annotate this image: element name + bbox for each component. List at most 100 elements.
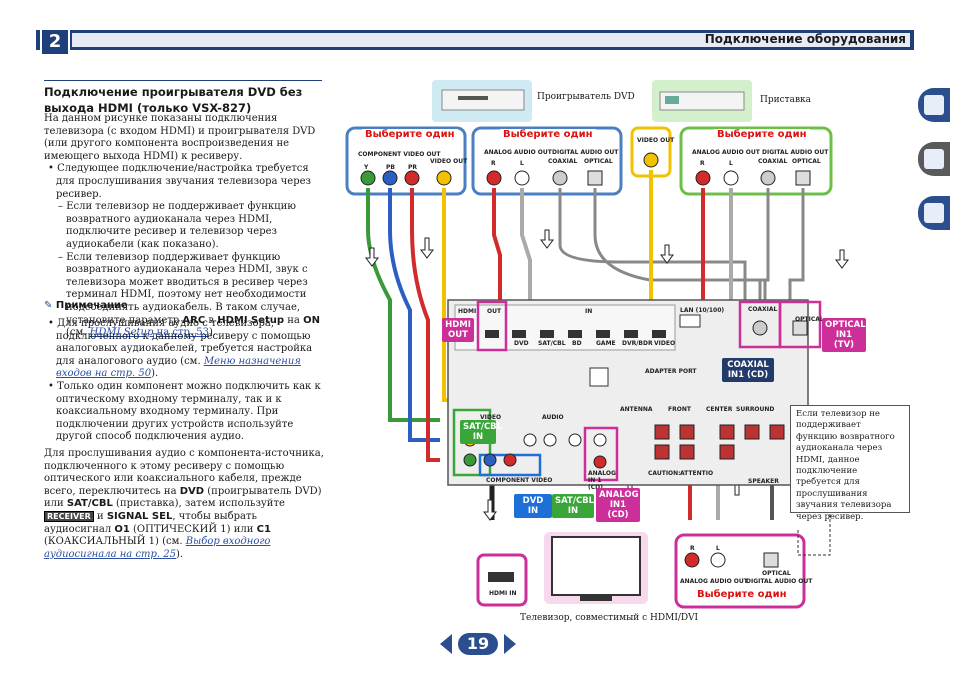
hdmi-panel-section bbox=[454, 304, 676, 351]
dvd-in-chip: DVD IN bbox=[514, 494, 552, 518]
adapter-port bbox=[589, 367, 609, 387]
tv-digital-caption: DIGITAL AUDIO OUT bbox=[746, 578, 813, 585]
panel-dvr-caption: DVR/BDR bbox=[622, 340, 653, 347]
set-top-box-icon bbox=[659, 91, 745, 111]
note-item-1: • Для прослушивания аудио с телевизора, … bbox=[48, 318, 313, 380]
prev-page-icon[interactable] bbox=[440, 634, 452, 654]
select-one-label-4: Выберите один bbox=[694, 589, 790, 600]
dvd-player-label: Проигрыватель DVD bbox=[537, 92, 635, 102]
note-icon: ✎ bbox=[44, 300, 53, 311]
on-term: ON bbox=[303, 314, 320, 326]
jack-dvd-r bbox=[486, 170, 502, 186]
dash-2-na: на bbox=[287, 314, 300, 326]
tv-l-caption: L bbox=[716, 545, 720, 552]
stb-video-out-box bbox=[630, 126, 672, 178]
p3-f: (ОПТИЧЕСКИЙ 1) или bbox=[133, 523, 254, 535]
dash-2-see: (см. bbox=[66, 327, 87, 339]
stb-video-out-caption: VIDEO OUT bbox=[637, 137, 675, 144]
tv-optical-caption: OPTICAL bbox=[762, 570, 791, 577]
stb-digital-caption: DIGITAL AUDIO OUT bbox=[762, 149, 829, 156]
optical-in-highlight bbox=[778, 300, 822, 349]
next-page-icon[interactable] bbox=[504, 634, 516, 654]
panel-lan-caption: LAN (10/100) bbox=[680, 307, 725, 314]
panel-speaker-caption: SPEAKER bbox=[748, 478, 779, 485]
p3-b: (проигрыватель DVD) или bbox=[44, 485, 322, 510]
bullet-1-text: Следующее подключение/настройка требуетс… bbox=[56, 163, 311, 200]
hdmi-out-chip: HDMI OUT bbox=[442, 318, 474, 342]
jack-y bbox=[360, 170, 376, 186]
p3-end: ). bbox=[176, 548, 184, 560]
arc-term: ARC bbox=[182, 314, 206, 326]
body-text: На данном рисунке показаны подключения т… bbox=[44, 113, 326, 340]
panel-center-caption: CENTER bbox=[706, 406, 733, 413]
arrow-down-4 bbox=[660, 244, 674, 264]
panel-video-in-caption: VIDEO bbox=[480, 414, 502, 421]
sat-cbl-in-chip-2: SAT/CBL IN bbox=[552, 494, 594, 518]
section-title: Подключение проигрывателя DVD без выхода… bbox=[44, 80, 322, 116]
panel-bd-caption: BD bbox=[572, 340, 582, 347]
input-assign-link[interactable]: Меню назначения входов на стр. 50 bbox=[56, 355, 301, 380]
audio-select-paragraph: Для прослушивания аудио с компонента-ист… bbox=[44, 448, 326, 561]
tv-caption: Телевизор, совместимый с HDMI/DVI bbox=[520, 613, 699, 623]
dash-1-text: Если телевизор не поддерживает функцию в… bbox=[66, 201, 296, 250]
select-one-label-2: Выберите один bbox=[500, 129, 596, 140]
dvd-audio-out-box bbox=[471, 126, 623, 196]
dash-2-end: ). bbox=[209, 327, 217, 339]
jack-pr bbox=[404, 170, 420, 186]
side-tab-book-icon[interactable] bbox=[918, 88, 950, 122]
p3-d: и bbox=[96, 510, 104, 522]
arrow-down-5 bbox=[835, 249, 849, 269]
intro-paragraph: На данном рисунке показаны подключения т… bbox=[44, 113, 316, 162]
panel-analog-caption: ANALOG IN 1 (CD) bbox=[588, 470, 616, 491]
dvd-video-out-box bbox=[345, 126, 467, 196]
o1-term: O1 bbox=[114, 523, 130, 535]
dvd-analog-caption: ANALOG AUDIO OUT bbox=[484, 149, 552, 156]
stb-l-caption: L bbox=[729, 160, 733, 167]
panel-caution-caption: CAUTION: bbox=[648, 470, 681, 477]
dash-1: – Если телевизор не поддерживает функцию… bbox=[58, 201, 296, 250]
p3-g: (КОАКСИАЛЬНЫЙ 1) (см. bbox=[44, 536, 183, 548]
dash-2-in: в bbox=[208, 314, 215, 326]
hdmi-setup-link[interactable]: HDMI Setup bbox=[89, 327, 154, 339]
panel-attention-caption: ATTENTIO bbox=[680, 470, 714, 477]
stb-audio-out-box bbox=[679, 126, 833, 196]
note-heading-text: Примечание bbox=[55, 300, 128, 311]
jack-stb-video bbox=[643, 152, 659, 168]
side-tab-remote-icon[interactable] bbox=[918, 196, 950, 230]
panel-dvd-caption: DVD bbox=[514, 340, 529, 347]
bullet-1: • Следующее подключение/настройка требуе… bbox=[48, 163, 311, 200]
video-out-caption: VIDEO OUT bbox=[430, 158, 468, 165]
dvd-coaxial-caption: COAXIAL bbox=[548, 158, 578, 165]
select-one-label-3: Выберите один bbox=[714, 129, 810, 140]
side-tab-settings-icon[interactable] bbox=[918, 142, 950, 176]
note-item-2: • Только один компонент можно подключить… bbox=[48, 380, 321, 443]
panel-antenna-caption: ANTENNA bbox=[620, 406, 653, 413]
arrow-down-3 bbox=[540, 229, 554, 249]
dvd-term: DVD bbox=[179, 485, 205, 497]
panel-adapter-caption: ADAPTER PORT bbox=[645, 368, 697, 375]
note-heading: ✎ Примечание bbox=[44, 300, 128, 311]
chapter-number: 2 bbox=[40, 28, 70, 56]
audio-signal-link[interactable]: Выбор входного аудиосигнала на стр. 25 bbox=[44, 536, 271, 560]
jack-pb bbox=[382, 170, 398, 186]
panel-audio-caption: AUDIO bbox=[542, 414, 564, 421]
panel-sat-caption: SAT/CBL bbox=[538, 340, 566, 347]
hdmi-setup-page-link[interactable]: на стр. 53 bbox=[156, 327, 210, 339]
panel-hdmi-caption: HDMI bbox=[458, 308, 477, 315]
panel-video-caption: VIDEO bbox=[654, 340, 676, 347]
tv-icon bbox=[551, 536, 641, 596]
stb-analog-caption: ANALOG AUDIO OUT bbox=[692, 149, 760, 156]
arrow-down-hdmi bbox=[483, 499, 497, 521]
tv-analog-caption: ANALOG AUDIO OUT bbox=[680, 578, 748, 585]
lan-port bbox=[679, 314, 701, 328]
panel-out-caption: OUT bbox=[487, 308, 502, 315]
panel-in-caption: IN bbox=[585, 308, 593, 315]
hdmi-setup-term: HDMI Setup bbox=[217, 314, 285, 326]
y-caption: Y bbox=[364, 164, 369, 171]
arrow-down-1 bbox=[365, 247, 379, 267]
dvd-r-caption: R bbox=[491, 160, 496, 167]
jack-stb-r bbox=[695, 170, 711, 186]
jack-stb-coax bbox=[760, 170, 776, 186]
hdmi-in-caption: HDMI IN bbox=[489, 590, 517, 597]
stb-coaxial-caption: COAXIAL bbox=[758, 158, 788, 165]
